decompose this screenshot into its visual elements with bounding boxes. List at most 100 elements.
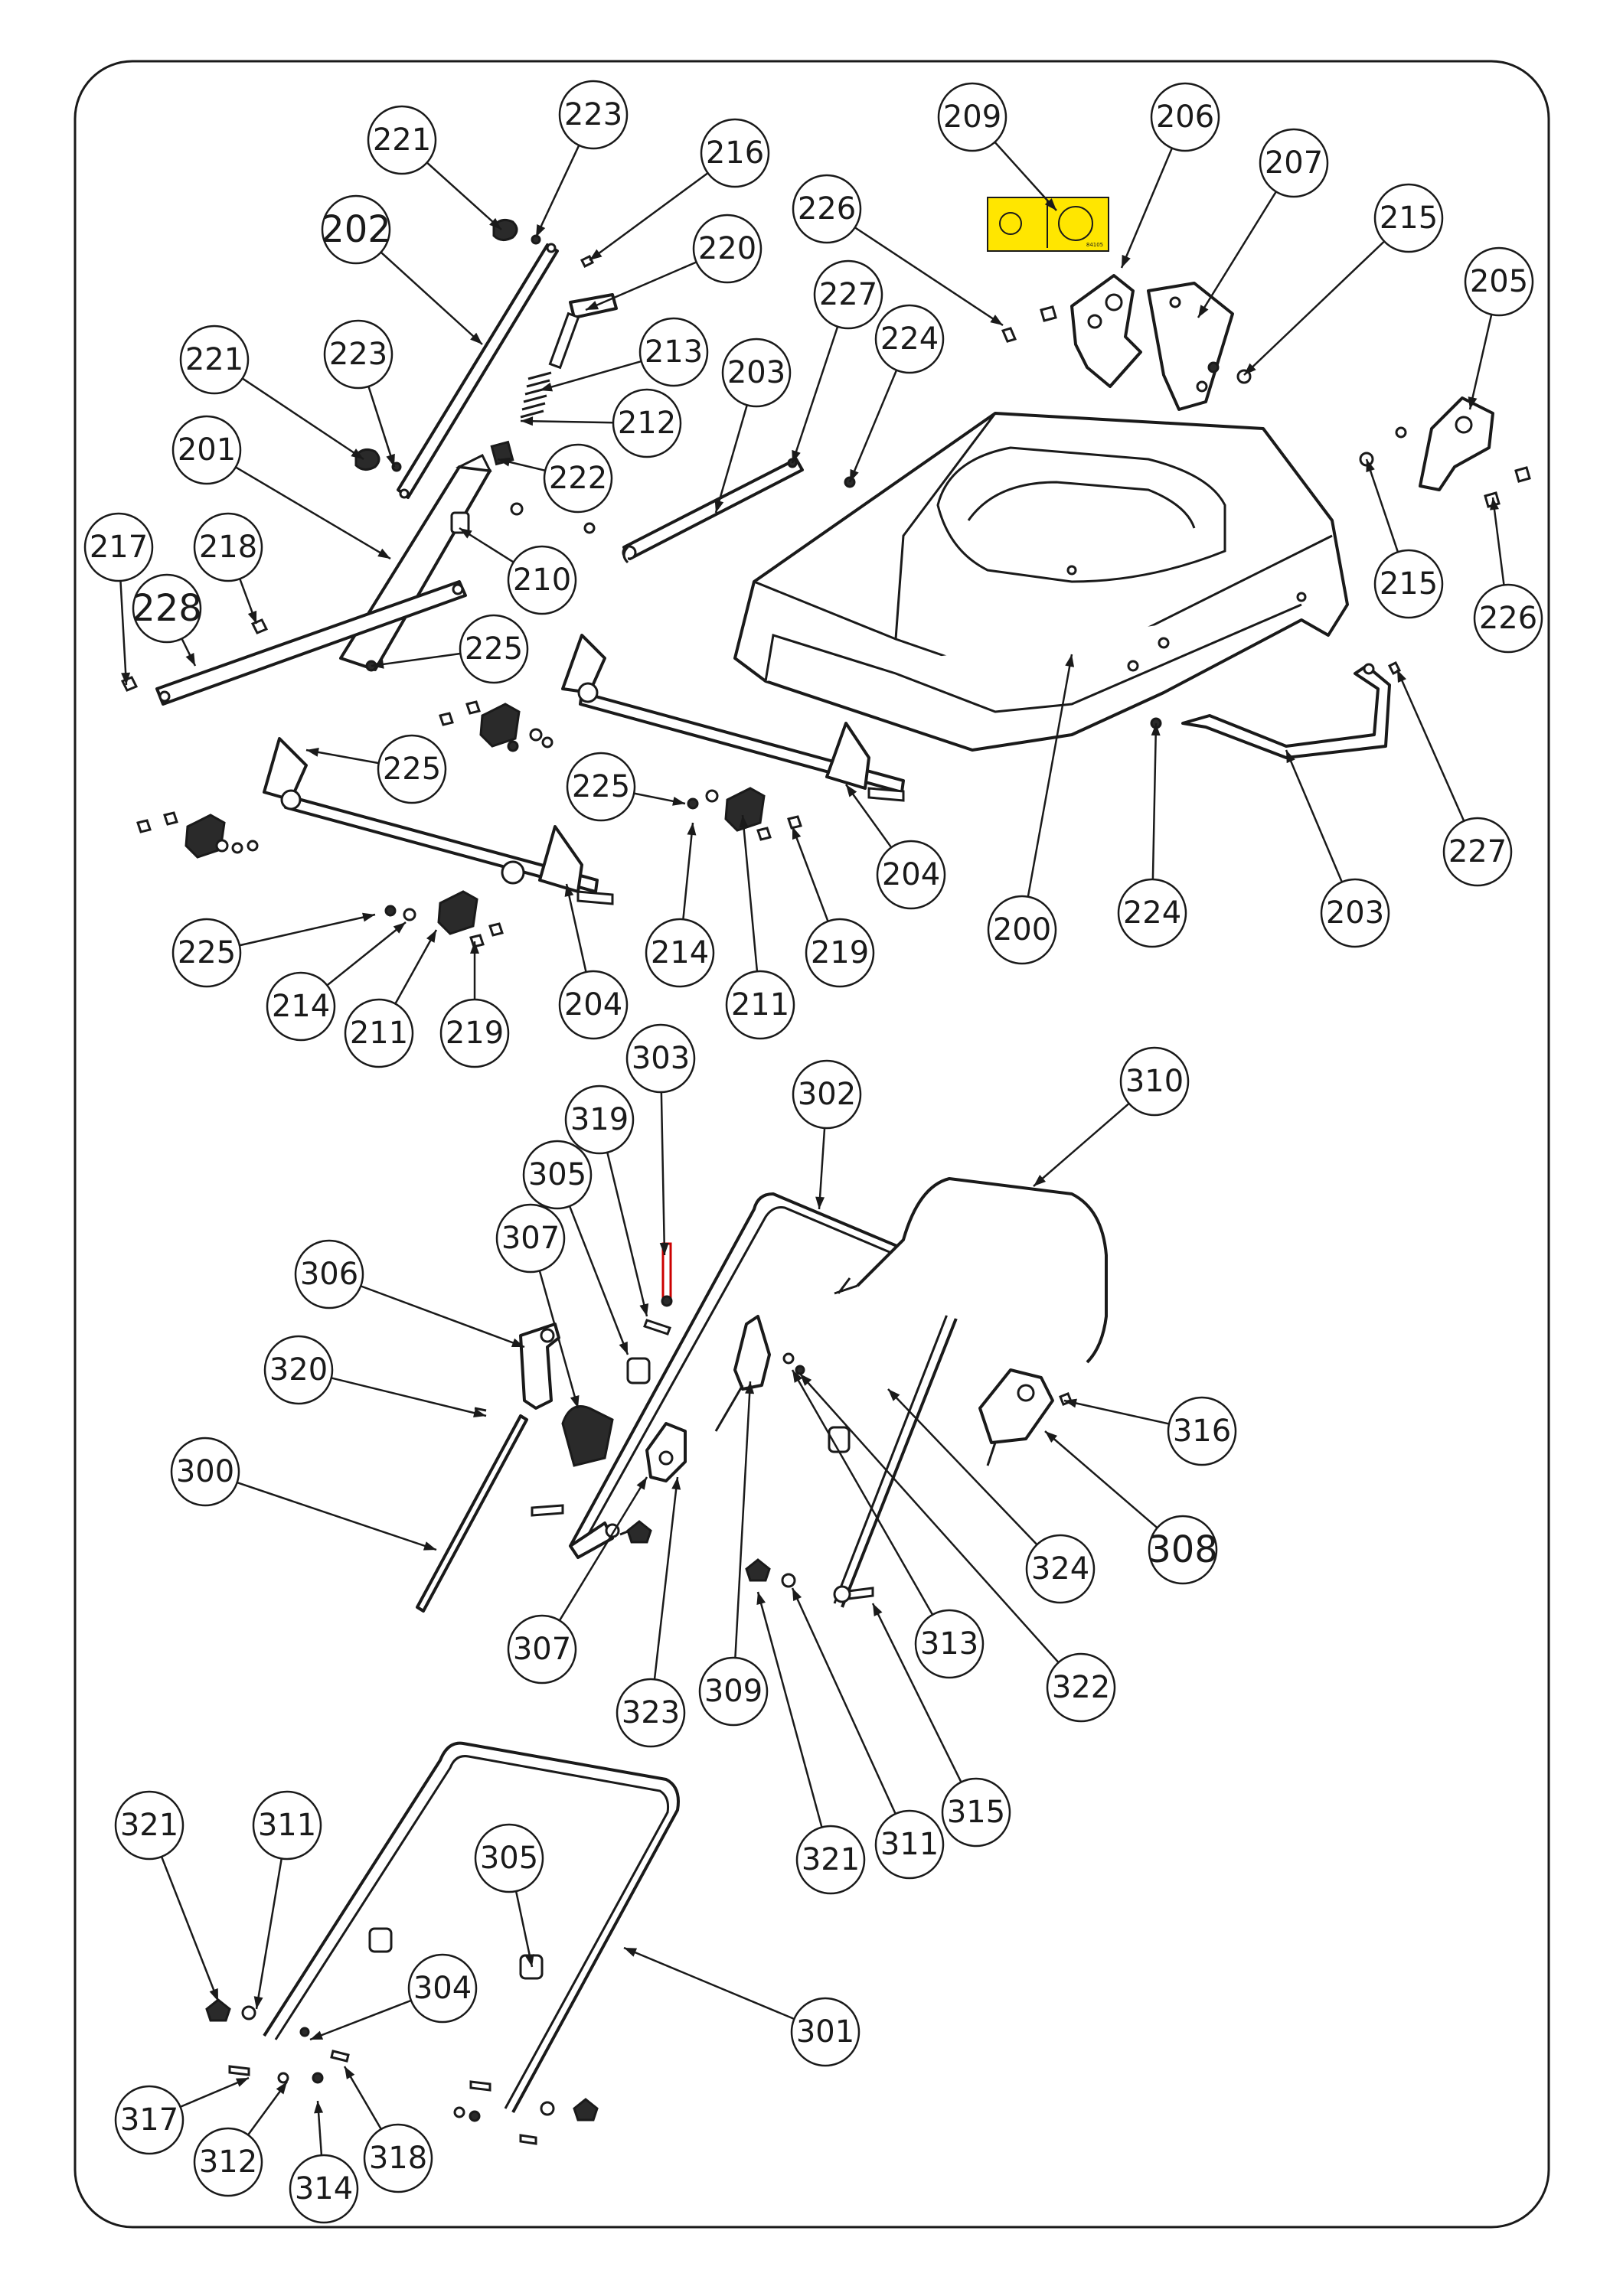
callout-circle [289, 2154, 359, 2224]
callout-circle [507, 1614, 577, 1684]
callout-number: 226 [1479, 601, 1537, 636]
leader-c302 [818, 1127, 826, 1210]
arrowhead-c224b [1151, 723, 1161, 736]
callout-circle [83, 512, 154, 582]
callout-circle [558, 970, 629, 1040]
callout-circle [1320, 878, 1390, 948]
callout-number: 322 [1052, 1670, 1110, 1705]
callout-c307a: 307 [495, 1203, 566, 1274]
callout-circle [638, 317, 709, 387]
arrowhead-c207 [1198, 305, 1209, 318]
arrowhead-c209 [1044, 198, 1056, 210]
callout-c223a: 223 [558, 80, 629, 150]
pivot-307-a [561, 1405, 614, 1467]
arrowhead-c318 [345, 2066, 355, 2079]
arrowhead-c211b [739, 815, 749, 828]
callout-number: 218 [199, 530, 257, 565]
callout-c203b: 203 [1320, 878, 1390, 948]
bracket-205 [1419, 396, 1494, 491]
callout-circle [790, 1997, 860, 2067]
arrowhead-c312 [276, 2082, 287, 2095]
bracket-211-c [136, 811, 259, 859]
callout-number: 317 [120, 2102, 178, 2138]
arrowhead-c322 [800, 1374, 812, 1386]
callout-circle [566, 752, 636, 822]
arrowhead-c223a [536, 223, 546, 237]
leader-c203b [1285, 749, 1344, 882]
decal-code: 84105 [1086, 242, 1103, 248]
arrowhead-c314 [314, 2101, 324, 2114]
callout-number: 305 [480, 1841, 538, 1876]
leader-c317 [180, 2076, 250, 2108]
arrowhead-c308 [1045, 1431, 1058, 1443]
callout-c321b: 321 [114, 1790, 185, 1861]
callout-circle [792, 174, 862, 244]
callout-c303: 303 [625, 1023, 696, 1094]
arrowhead-c223b [386, 453, 395, 467]
leader-c307a [538, 1270, 580, 1409]
arrowhead-c321b [209, 1988, 218, 2001]
arrowhead-c203a [714, 499, 724, 513]
leader-c211a [394, 929, 438, 1005]
lever-306 [519, 1322, 560, 1410]
leader-c223b [367, 386, 396, 468]
callout-circle [170, 1437, 240, 1507]
leader-c305a [568, 1205, 629, 1355]
callout-c219b: 219 [805, 918, 875, 988]
callout-circle [179, 325, 250, 395]
callout-c213: 213 [638, 317, 709, 387]
callout-number: 313 [920, 1626, 978, 1662]
callout-c311a: 311 [874, 1809, 945, 1880]
leader-c225a [371, 652, 461, 667]
callout-circle [1442, 817, 1513, 887]
callout-number: 217 [90, 530, 148, 565]
callout-c205: 205 [1464, 246, 1534, 317]
leader-c303 [660, 1091, 666, 1256]
rod-203-upper [622, 458, 804, 564]
leader-c215a [1243, 240, 1386, 376]
callout-circle [1119, 1046, 1190, 1117]
callout-circle [323, 319, 394, 390]
callout-number: 311 [880, 1827, 939, 1862]
callout-c306: 306 [294, 1239, 364, 1309]
callout-circle [564, 1084, 635, 1155]
leader-c225b [305, 748, 379, 765]
axle-204-lower [263, 737, 614, 905]
leader-c301 [623, 1946, 795, 2020]
callout-circle [698, 1656, 769, 1727]
callout-c221b: 221 [179, 325, 250, 395]
callout-number: 324 [1031, 1551, 1089, 1587]
knob-221-top [492, 218, 518, 241]
arrowhead-c302 [815, 1196, 825, 1209]
callout-c212: 212 [612, 388, 682, 458]
callout-circle [439, 998, 510, 1068]
callout-c307b: 307 [507, 1614, 577, 1684]
callout-c202: 202 [321, 194, 391, 265]
callout-circle [193, 2127, 263, 2197]
callout-c216: 216 [700, 118, 770, 188]
callout-c324: 324 [1025, 1534, 1096, 1604]
callout-number: 225 [178, 935, 236, 970]
callout-circle [363, 2123, 433, 2193]
callout-circle [459, 614, 529, 684]
callout-number: 302 [798, 1077, 856, 1112]
leader-c323 [653, 1476, 679, 1680]
callout-circle [795, 1825, 866, 1895]
callout-number: 216 [706, 135, 764, 171]
diagram-border [73, 60, 1550, 2229]
spring-212 [520, 371, 552, 419]
leader-c206 [1120, 148, 1174, 269]
callout-c224b: 224 [1117, 878, 1187, 948]
callout-number: 221 [185, 342, 243, 377]
arrowhead-c225c [672, 796, 685, 806]
callout-circle [692, 214, 763, 284]
callout-number: 309 [704, 1674, 763, 1709]
callout-c203a: 203 [721, 338, 792, 408]
callout-c312: 312 [193, 2127, 263, 2197]
arrowhead-c310 [1034, 1174, 1047, 1186]
callout-circle [1473, 583, 1543, 654]
callout-c201: 201 [171, 415, 242, 485]
callout-circle [1148, 1515, 1218, 1585]
arrowhead-c317 [235, 2078, 249, 2087]
callout-number: 205 [1470, 264, 1528, 299]
